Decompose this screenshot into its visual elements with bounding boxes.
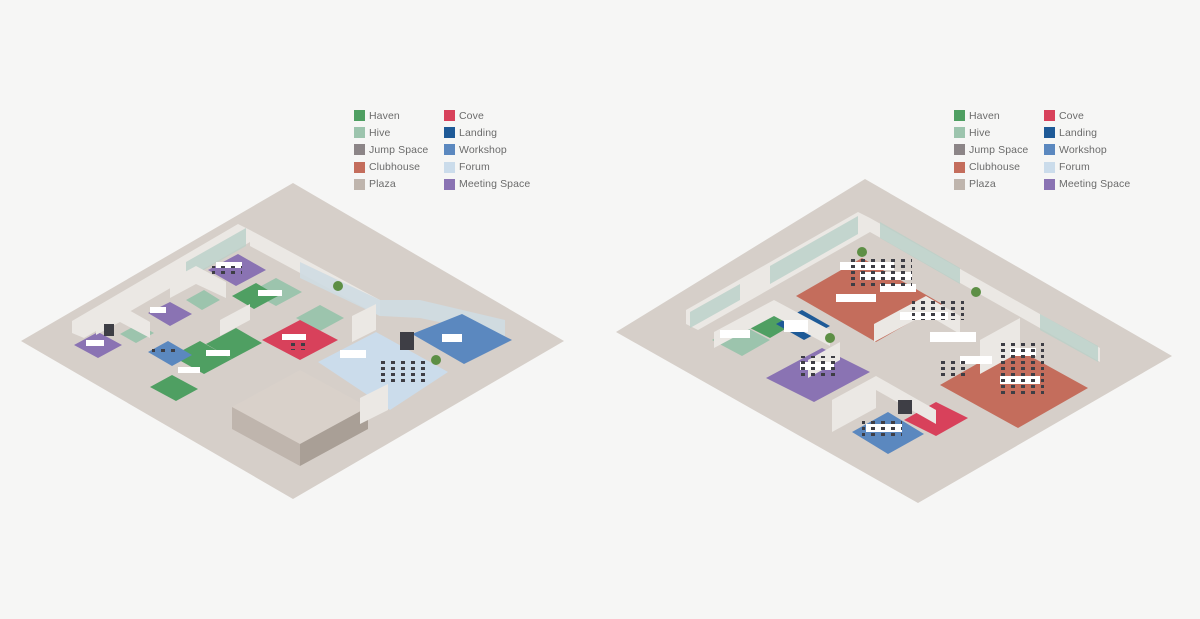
legend-item: Forum bbox=[444, 159, 544, 176]
legend-item: Jump Space bbox=[354, 141, 444, 158]
legend-label: Plaza bbox=[969, 178, 996, 191]
legend-item: Cove bbox=[1044, 107, 1144, 124]
legend-item: Landing bbox=[444, 124, 544, 141]
legend-label: Hive bbox=[369, 126, 391, 139]
legend-swatch bbox=[354, 178, 365, 190]
legend-swatch bbox=[1044, 161, 1055, 173]
glass-wall-right-1 bbox=[770, 216, 858, 284]
zone-hive-left-2 bbox=[186, 290, 220, 310]
legend-swatch bbox=[1044, 127, 1055, 139]
legend-label: Hive bbox=[969, 126, 991, 139]
furniture-right bbox=[720, 256, 1044, 438]
legend-label: Meeting Space bbox=[459, 178, 531, 191]
legend-label: Workshop bbox=[1059, 143, 1107, 156]
legend-item: Plaza bbox=[954, 176, 1044, 193]
legend-item: Hive bbox=[954, 124, 1044, 141]
glass-wall-left bbox=[186, 228, 246, 280]
zone-haven-left-2 bbox=[172, 341, 232, 374]
legend-item: Forum bbox=[1044, 159, 1144, 176]
plant-icons-right bbox=[825, 247, 981, 343]
legend-swatch bbox=[954, 161, 965, 173]
legend-item: Jump Space bbox=[954, 141, 1044, 158]
legend-label: Workshop bbox=[459, 143, 507, 156]
legend-label: Landing bbox=[459, 126, 498, 139]
legend-label: Jump Space bbox=[969, 143, 1029, 156]
legend-item: Workshop bbox=[1044, 141, 1144, 158]
legend-label: Cove bbox=[1059, 109, 1084, 122]
legend-item: Clubhouse bbox=[354, 159, 444, 176]
zone-haven-left-1 bbox=[150, 375, 198, 401]
legend-item: Plaza bbox=[354, 176, 444, 193]
legend-swatch bbox=[444, 127, 455, 139]
glass-wall-right-3 bbox=[880, 222, 960, 284]
legend-label: Meeting Space bbox=[1059, 178, 1131, 191]
legend-swatch bbox=[354, 127, 365, 139]
plant-icons-left bbox=[333, 281, 441, 365]
legend-swatch bbox=[1044, 144, 1055, 156]
legend-swatch bbox=[444, 144, 455, 156]
legend-item: Cove bbox=[444, 107, 544, 124]
floorplan-right bbox=[616, 179, 1172, 503]
legend-label: Jump Space bbox=[369, 143, 429, 156]
plaza-block-left bbox=[232, 370, 368, 466]
legend-swatch bbox=[1044, 110, 1055, 122]
floorplan-left bbox=[21, 183, 564, 499]
legend-item: Haven bbox=[354, 107, 444, 124]
legend-label: Forum bbox=[1059, 161, 1090, 174]
legend-swatch bbox=[954, 144, 965, 156]
legend-swatch bbox=[954, 110, 965, 122]
glass-wall-right-4 bbox=[1040, 314, 1098, 362]
legend-label: Haven bbox=[969, 109, 1000, 122]
legend-label: Clubhouse bbox=[969, 161, 1021, 174]
legend-swatch bbox=[444, 178, 455, 190]
legend-swatch bbox=[1044, 178, 1055, 190]
furniture-left bbox=[86, 262, 462, 382]
legend-swatch bbox=[354, 144, 365, 156]
legend-swatch bbox=[354, 161, 365, 173]
legend-swatch bbox=[444, 161, 455, 173]
legend-label: Haven bbox=[369, 109, 400, 122]
legend-item: Meeting Space bbox=[444, 176, 544, 193]
partitions-left bbox=[96, 266, 388, 424]
legend-item: Haven bbox=[954, 107, 1044, 124]
legend-swatch bbox=[954, 127, 965, 139]
legend-label: Forum bbox=[459, 161, 490, 174]
legend-label: Landing bbox=[1059, 126, 1098, 139]
legend-item: Clubhouse bbox=[954, 159, 1044, 176]
legend-item: Landing bbox=[1044, 124, 1144, 141]
legend-item: Hive bbox=[354, 124, 444, 141]
glass-wall-right-2 bbox=[690, 284, 740, 328]
legend-label: Plaza bbox=[369, 178, 396, 191]
legend-item: Workshop bbox=[444, 141, 544, 158]
legend-swatch bbox=[354, 110, 365, 122]
zone-haven-left-4 bbox=[232, 283, 278, 309]
legend-label: Cove bbox=[459, 109, 484, 122]
legend-swatch bbox=[444, 110, 455, 122]
legend-swatch bbox=[954, 178, 965, 190]
legend-label: Clubhouse bbox=[369, 161, 421, 174]
legend-item: Meeting Space bbox=[1044, 176, 1144, 193]
floor-plate-right bbox=[616, 179, 1172, 503]
